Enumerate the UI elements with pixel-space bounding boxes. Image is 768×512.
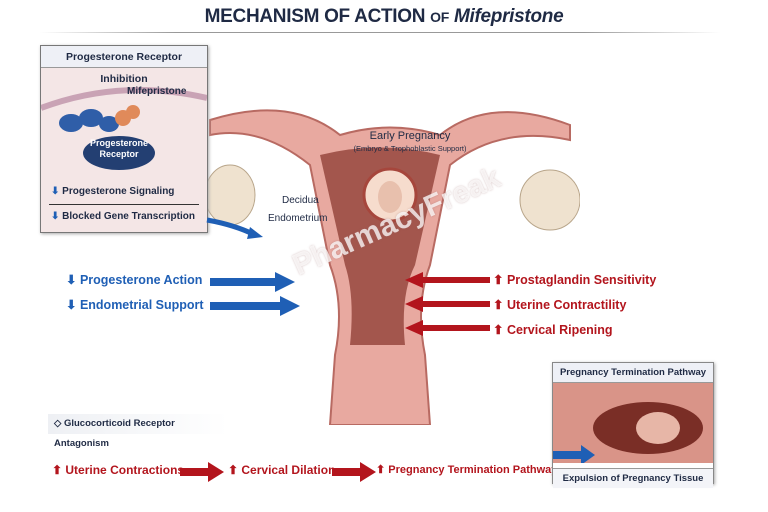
uterus-illustration bbox=[204, 109, 580, 425]
effect-transcription: Blocked Gene Transcription bbox=[62, 211, 195, 222]
panel-heading: Progesterone Receptor Inhibition bbox=[41, 46, 207, 85]
page-title: MECHANISM OF ACTION OF Mifepristone bbox=[204, 6, 564, 27]
panel-heading: Pregnancy Termination Pathway bbox=[553, 363, 713, 383]
title-divider bbox=[40, 32, 720, 33]
panel-caption: Expulsion of Pregnancy Tissue bbox=[553, 468, 713, 488]
pathway-arrow-icon bbox=[332, 462, 376, 482]
early-pregnancy-sub: (Embryo & Trophoblastic Support) bbox=[353, 144, 467, 153]
effect-contractility: ⬆ Uterine Contractility bbox=[493, 298, 627, 312]
curved-arrow-icon bbox=[206, 217, 263, 239]
pathway-step: ⬆ Pregnancy Termination Pathway bbox=[376, 464, 558, 476]
red-arrows bbox=[405, 272, 490, 336]
effect-signaling: Progesterone Signaling bbox=[62, 186, 175, 197]
receptor-inhibition-panel: Progesterone Receptor Inhibition Mifepri… bbox=[39, 45, 208, 233]
pathway-arrow-icon bbox=[180, 462, 224, 482]
effect-cervical-ripening: ⬆ Cervical Ripening bbox=[493, 323, 613, 337]
endometrium-label: Endometrium bbox=[268, 213, 328, 224]
expulsion-illustration bbox=[553, 383, 713, 465]
receptor-illustration bbox=[39, 87, 208, 170]
pathway-step: ⬆ Cervical Dilation bbox=[228, 463, 336, 477]
down-arrow-icon: ⬇ bbox=[51, 211, 60, 222]
effect-prostaglandin: ⬆ Prostaglandin Sensitivity bbox=[493, 273, 657, 287]
down-arrow-icon: ⬇ bbox=[51, 186, 60, 197]
pathway-step: ⬆ Uterine Contractions bbox=[52, 463, 185, 477]
glucocorticoid-note: ◇ Glucocorticoid Receptor Antagonism bbox=[48, 414, 228, 449]
early-pregnancy-label: Early Pregnancy bbox=[369, 130, 451, 142]
mifepristone-label: Mifepristone bbox=[127, 86, 187, 97]
decidua-label: Decidua bbox=[282, 195, 319, 206]
diamond-icon: ◇ bbox=[54, 418, 62, 429]
blue-arrows bbox=[210, 272, 300, 316]
effect-endometrial-support: ⬇ Endometrial Support bbox=[66, 298, 204, 312]
termination-panel: Pregnancy Termination Pathway Expulsion … bbox=[552, 362, 714, 488]
effect-progesterone-action: ⬇ Progesterone Action bbox=[66, 273, 203, 287]
